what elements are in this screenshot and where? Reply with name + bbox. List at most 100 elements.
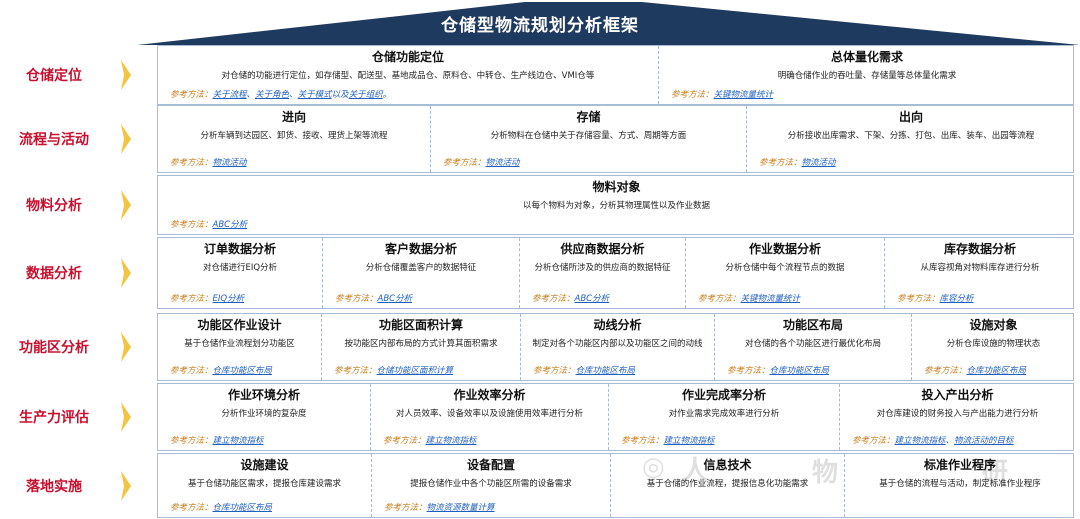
- reference-link[interactable]: 关于模式: [297, 90, 332, 100]
- reference-link[interactable]: 仓库功能区布局: [769, 366, 830, 376]
- cell-description: 按功能区内部布局的方式计算其面积需求: [344, 339, 498, 349]
- reference-prefix: 参考方法：: [170, 90, 213, 100]
- reference-prefix: 参考方法：: [170, 366, 213, 376]
- reference-link[interactable]: ABC分析: [212, 220, 248, 230]
- cell-title: 设施建设: [240, 458, 289, 472]
- reference-methods: 参考方法：ABC分析: [532, 292, 609, 304]
- cell-description: 基于仓储的作业流程，提报信息化功能需求: [646, 479, 809, 489]
- framework-cell: 库存数据分析从库容视角对物料库存进行分析参考方法：库容分析: [884, 238, 1075, 308]
- framework-cell: 设施对象分析仓库设施的物理状态参考方法：仓库功能区布局: [911, 314, 1075, 380]
- watermark: ◎ 人 物 研: [642, 452, 1009, 488]
- reference-link[interactable]: 仓库功能区布局: [212, 503, 273, 513]
- cell-title: 进向: [281, 110, 306, 124]
- cell-description: 提报仓储作业中各个功能区所需的设备需求: [410, 479, 572, 489]
- row-label: 落地实施: [26, 478, 82, 495]
- cell-description: 对作业需求完成效率进行分析: [668, 409, 780, 419]
- reference-link[interactable]: 物流活动的目标: [954, 436, 1014, 446]
- reference-prefix: 参考方法：: [533, 366, 576, 376]
- cell-description: 制定对各个功能区内部以及功能区之间的动线: [532, 339, 703, 349]
- chevron-right-icon: [121, 332, 131, 362]
- reference-methods: 参考方法：ABC分析: [335, 292, 412, 304]
- row-label: 仓储定位: [26, 68, 82, 84]
- reference-link[interactable]: 建立物流指标: [425, 436, 477, 446]
- reference-prefix: 参考方法：: [897, 294, 940, 304]
- reference-link[interactable]: 关键物流量统计: [740, 294, 801, 304]
- reference-link[interactable]: EIQ分析: [212, 294, 245, 304]
- reference-link[interactable]: 仓库功能区布局: [966, 366, 1027, 376]
- reference-link[interactable]: 关键物流量统计: [713, 90, 774, 100]
- reference-link[interactable]: 关于组织: [348, 90, 383, 100]
- cell-description: 对人员效率、设备效率以及设施使用效率进行分析: [395, 409, 583, 419]
- roof-banner: [137, 2, 1080, 45]
- reference-link[interactable]: 建立物流指标: [663, 436, 715, 446]
- reference-prefix: 参考方法：: [334, 366, 377, 376]
- reference-prefix: 参考方法：: [335, 294, 378, 304]
- reference-prefix: 参考方法：: [698, 294, 741, 304]
- chevron-right-icon: [121, 258, 131, 288]
- cell-title: 订单数据分析: [203, 242, 276, 256]
- reference-methods: 参考方法：物流活动: [759, 156, 836, 168]
- reference-methods: 参考方法：建立物流指标: [170, 434, 264, 446]
- cell-description: 基于仓储的流程与活动，制定标准作业程序: [879, 479, 1041, 489]
- reference-link[interactable]: 物流活动: [801, 158, 836, 168]
- reference-link[interactable]: ABC分析: [574, 294, 610, 304]
- row-label: 数据分析: [26, 266, 82, 282]
- cell-description: 分析仓储所涉及的供应商的数据特征: [534, 263, 671, 273]
- reference-methods: 参考方法：建立物流指标: [383, 434, 477, 446]
- framework-row: 订单数据分析对仓储进行EIQ分析参考方法：EIQ分析客户数据分析分析仓储覆盖客户…: [157, 237, 1074, 309]
- cell-description: 分析仓库设施的物理状态: [946, 339, 1041, 349]
- reference-link[interactable]: 建立物流指标: [212, 436, 264, 446]
- framework-cell: 作业效率分析对人员效率、设备效率以及设施使用效率进行分析参考方法：建立物流指标: [370, 384, 608, 450]
- reference-methods: 参考方法：物流活动: [443, 156, 520, 168]
- cell-description: 明确仓储作业的吞吐量、存储量等总体量化需求: [777, 71, 957, 81]
- framework-cell: 信息技术基于仓储的作业流程，提报信息化功能需求: [610, 454, 844, 517]
- framework-row: 作业环境分析分析作业环境的复杂度参考方法：建立物流指标作业效率分析对人员效率、设…: [157, 383, 1074, 451]
- reference-methods: 参考方法：物流活动: [170, 156, 247, 168]
- reference-methods: 参考方法：建立物流指标、物流活动的目标: [852, 434, 1014, 446]
- framework-cell: 功能区作业设计基于仓储作业流程划分功能区参考方法：仓库功能区布局: [158, 314, 321, 380]
- cell-title: 仓储功能定位: [371, 50, 444, 64]
- framework-cell: 标准作业程序基于仓储的流程与活动，制定标准作业程序: [844, 454, 1075, 517]
- reference-link[interactable]: 仓储功能区面积计算: [376, 366, 454, 376]
- cell-description: 以每个物料为对象，分析其物理属性以及作业数据: [522, 201, 710, 211]
- reference-prefix: 参考方法：: [759, 158, 802, 168]
- reference-separator: 、: [289, 90, 298, 100]
- cell-title: 供应商数据分析: [560, 242, 645, 256]
- cell-title: 功能区布局: [782, 318, 843, 332]
- cell-title: 设备配置: [466, 458, 515, 472]
- reference-link[interactable]: 关于流程: [212, 90, 247, 100]
- cell-description: 分析作业环境的复杂度: [221, 409, 307, 419]
- reference-link[interactable]: 建立物流指标: [894, 436, 946, 446]
- reference-methods: 参考方法：仓库功能区布局: [170, 364, 272, 376]
- row-label: 生产力评估: [19, 410, 89, 426]
- cell-title: 存储: [576, 110, 601, 124]
- framework-row: 设施建设基于仓储功能区需求，提报仓库建设需求参考方法：仓库功能区布局设备配置提报…: [157, 453, 1074, 518]
- row-label: 物料分析: [26, 198, 82, 214]
- framework-row: 功能区作业设计基于仓储作业流程划分功能区参考方法：仓库功能区布局功能区面积计算按…: [157, 313, 1074, 381]
- reference-link[interactable]: 物流活动: [212, 158, 247, 168]
- reference-prefix: 参考方法：: [384, 503, 427, 513]
- reference-prefix: 参考方法：: [170, 220, 213, 230]
- reference-prefix: 参考方法：: [852, 436, 895, 446]
- reference-methods: 参考方法：库容分析: [897, 292, 974, 304]
- reference-link[interactable]: 库容分析: [939, 294, 974, 304]
- reference-methods: 参考方法：仓库功能区布局: [533, 364, 635, 376]
- reference-link[interactable]: 仓库功能区布局: [575, 366, 636, 376]
- reference-link[interactable]: ABC分析: [377, 294, 413, 304]
- reference-link[interactable]: 物流资源数量计算: [426, 503, 495, 513]
- cell-description: 分析物料在仓储中关于存储容量、方式、周期等方面: [490, 131, 687, 141]
- reference-prefix: 参考方法：: [383, 436, 426, 446]
- framework-cell: 存储分析物料在仓储中关于存储容量、方式、周期等方面参考方法：物流活动: [430, 106, 746, 172]
- reference-prefix: 参考方法：: [170, 503, 213, 513]
- framework-cell: 仓储功能定位对仓储的功能进行定位，如存储型、配送型、基地成品仓、原料仓、中转仓、…: [158, 46, 658, 104]
- cell-title: 功能区作业设计: [197, 318, 282, 332]
- framework-cell: 作业数据分析分析仓储中每个流程节点的数据参考方法：关键物流量统计: [685, 238, 884, 308]
- page-title: 仓储型物流规划分析框架: [441, 16, 639, 36]
- reference-link[interactable]: 物流活动: [485, 158, 520, 168]
- reference-link[interactable]: 关于角色: [255, 90, 290, 100]
- reference-link[interactable]: 仓库功能区布局: [212, 366, 273, 376]
- cell-title: 作业完成率分析: [681, 388, 766, 402]
- cell-description: 对仓库建设的财务投入与产出能力进行分析: [876, 409, 1039, 419]
- framework-cell: 物料对象以每个物料为对象，分析其物理属性以及作业数据参考方法：ABC分析: [158, 176, 1075, 234]
- reference-prefix: 参考方法：: [924, 366, 967, 376]
